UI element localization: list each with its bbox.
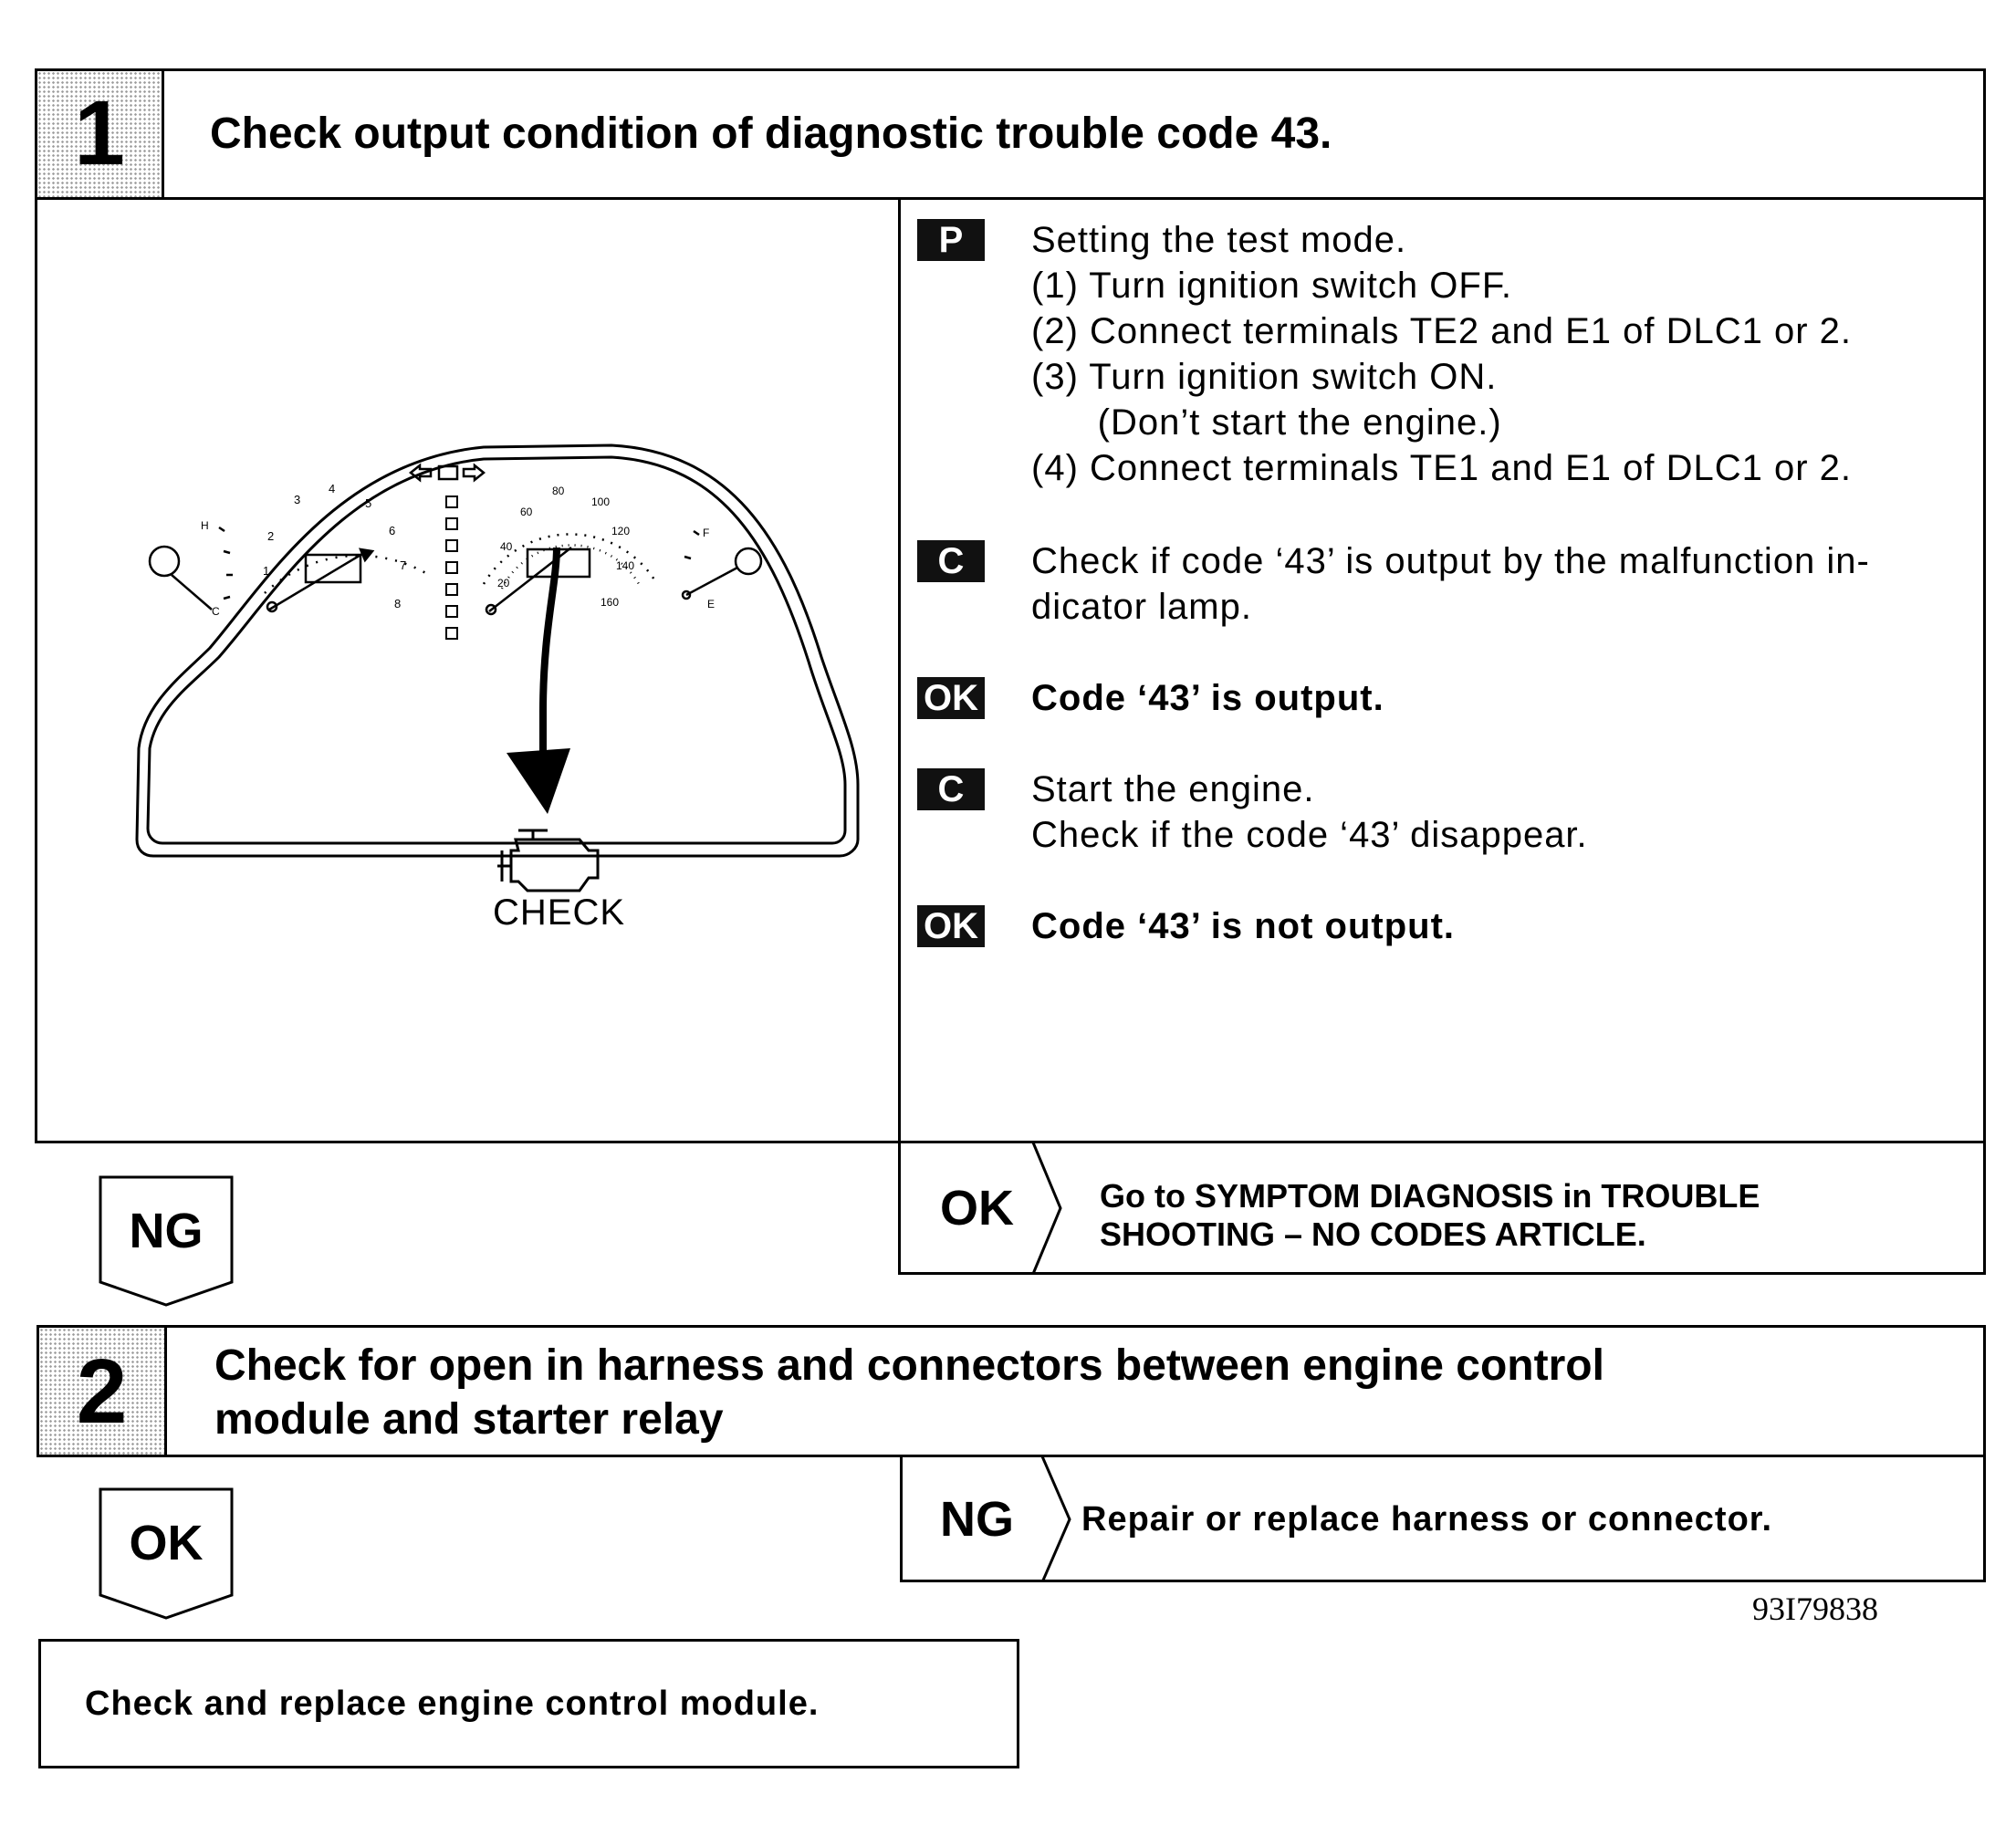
check-engine-icon <box>497 829 600 892</box>
step2-header-frame <box>37 1325 1986 1457</box>
fuel-gauge <box>681 529 763 600</box>
step1-number-cell: 1 <box>37 71 164 197</box>
procedure-line: dicator lamp. <box>1031 587 1252 627</box>
speed-label: 140 <box>616 559 634 572</box>
procedure-badge-ok: OK <box>917 677 985 719</box>
procedure-line: Setting the test mode. <box>1031 220 1407 260</box>
procedure-line: (2) Connect terminals TE2 and E1 of DLC1… <box>1031 311 1853 351</box>
procedure-line: Check if the code ‘43’ disappear. <box>1031 815 1588 855</box>
procedure-badge-p: P <box>917 219 985 261</box>
tach-label: 2 <box>267 529 274 543</box>
speed-label: 80 <box>552 485 565 497</box>
step1-frame <box>35 68 1986 1143</box>
tach-label: 1 <box>263 564 269 578</box>
step1-result-chevron <box>1031 1142 1062 1274</box>
step1-ok-result-box <box>900 1141 1986 1275</box>
procedure-badge-ok: OK <box>917 905 985 947</box>
step1-number: 1 <box>74 82 125 184</box>
step1-column-divider <box>898 198 901 1275</box>
procedure-line: (Don’t start the engine.) <box>1031 402 1502 443</box>
tach-label: 7 <box>400 558 406 572</box>
procedure-result: Code ‘43’ is output. <box>1031 678 1384 718</box>
step2-number: 2 <box>76 1340 128 1443</box>
step1-ok-text-line1: Go to SYMPTOM DIAGNOSIS in TROUBLE <box>1100 1177 1760 1215</box>
step1-title: Check output condition of diagnostic tro… <box>210 110 1332 158</box>
step1-header-divider <box>35 197 1986 200</box>
fuel-label-e: E <box>707 598 715 610</box>
speed-label: 60 <box>520 506 533 518</box>
step2-ng-label: NG <box>940 1492 1014 1547</box>
procedure-line: Check if code ‘43’ is output by the malf… <box>1031 541 1870 581</box>
procedure-badge-c: C <box>917 768 985 810</box>
step1-ok-label: OK <box>940 1181 1014 1236</box>
tach-label: 5 <box>365 496 371 510</box>
tach-scale-labels: 1 2 3 4 5 6 7 8 <box>263 482 406 610</box>
step2-number-cell: 2 <box>39 1328 167 1455</box>
speed-label: 40 <box>500 540 513 553</box>
tach-label: 3 <box>294 493 300 506</box>
temperature-gauge <box>148 526 233 610</box>
step2-ng-text: Repair or replace harness or connector. <box>1081 1500 1773 1539</box>
cluster-outline <box>135 443 860 858</box>
speed-scale-labels: 20 40 60 80 100 120 140 160 <box>497 485 634 609</box>
check-engine-label: CHECK <box>493 892 626 933</box>
tach-label: 8 <box>394 597 401 610</box>
step1-ng-label: NG <box>129 1204 204 1258</box>
procedure-line: (3) Turn ignition switch ON. <box>1031 357 1498 397</box>
temp-label-h: H <box>201 519 209 532</box>
figure-reference-number: 93I79838 <box>1752 1591 1878 1627</box>
temp-label-c: C <box>212 605 220 618</box>
procedure-line: (4) Connect terminals TE1 and E1 of DLC1… <box>1031 448 1853 488</box>
fuel-label-f: F <box>703 527 709 539</box>
procedure-result: Code ‘43’ is not output. <box>1031 906 1455 946</box>
step2-ng-result-box <box>900 1455 1986 1582</box>
step2-result-chevron <box>1040 1456 1071 1582</box>
tach-label: 6 <box>389 524 395 537</box>
step2-ok-label: OK <box>129 1516 204 1570</box>
procedure-line: Start the engine. <box>1031 769 1315 809</box>
speed-label: 100 <box>591 496 610 508</box>
turn-signal-indicators <box>408 463 486 483</box>
speed-label: 20 <box>497 577 510 589</box>
warning-lamp-column <box>445 496 458 640</box>
pointer-arrow <box>539 547 560 794</box>
procedure-line: (1) Turn ignition switch OFF. <box>1031 266 1512 306</box>
tachometer <box>264 548 430 613</box>
procedure-badge-c: C <box>917 540 985 582</box>
step2-ok-tag: OK <box>99 1487 234 1621</box>
tach-label: 4 <box>329 482 335 496</box>
step2-title-line1: Check for open in harness and connectors… <box>214 1341 1604 1390</box>
final-action-box <box>38 1639 1019 1768</box>
step1-ok-text-line2: SHOOTING – NO CODES ARTICLE. <box>1100 1215 1646 1253</box>
pointer-arrowhead <box>507 748 570 814</box>
final-action-text: Check and replace engine control module. <box>85 1685 820 1723</box>
speed-label: 120 <box>611 525 630 537</box>
instrument-cluster-illustration: H C 1 2 3 4 5 6 7 8 20 40 60 80 100 120 … <box>135 443 860 892</box>
speed-label: 160 <box>601 596 619 609</box>
step2-title-line2: module and starter relay <box>214 1395 724 1444</box>
step1-ng-tag: NG <box>99 1175 234 1308</box>
